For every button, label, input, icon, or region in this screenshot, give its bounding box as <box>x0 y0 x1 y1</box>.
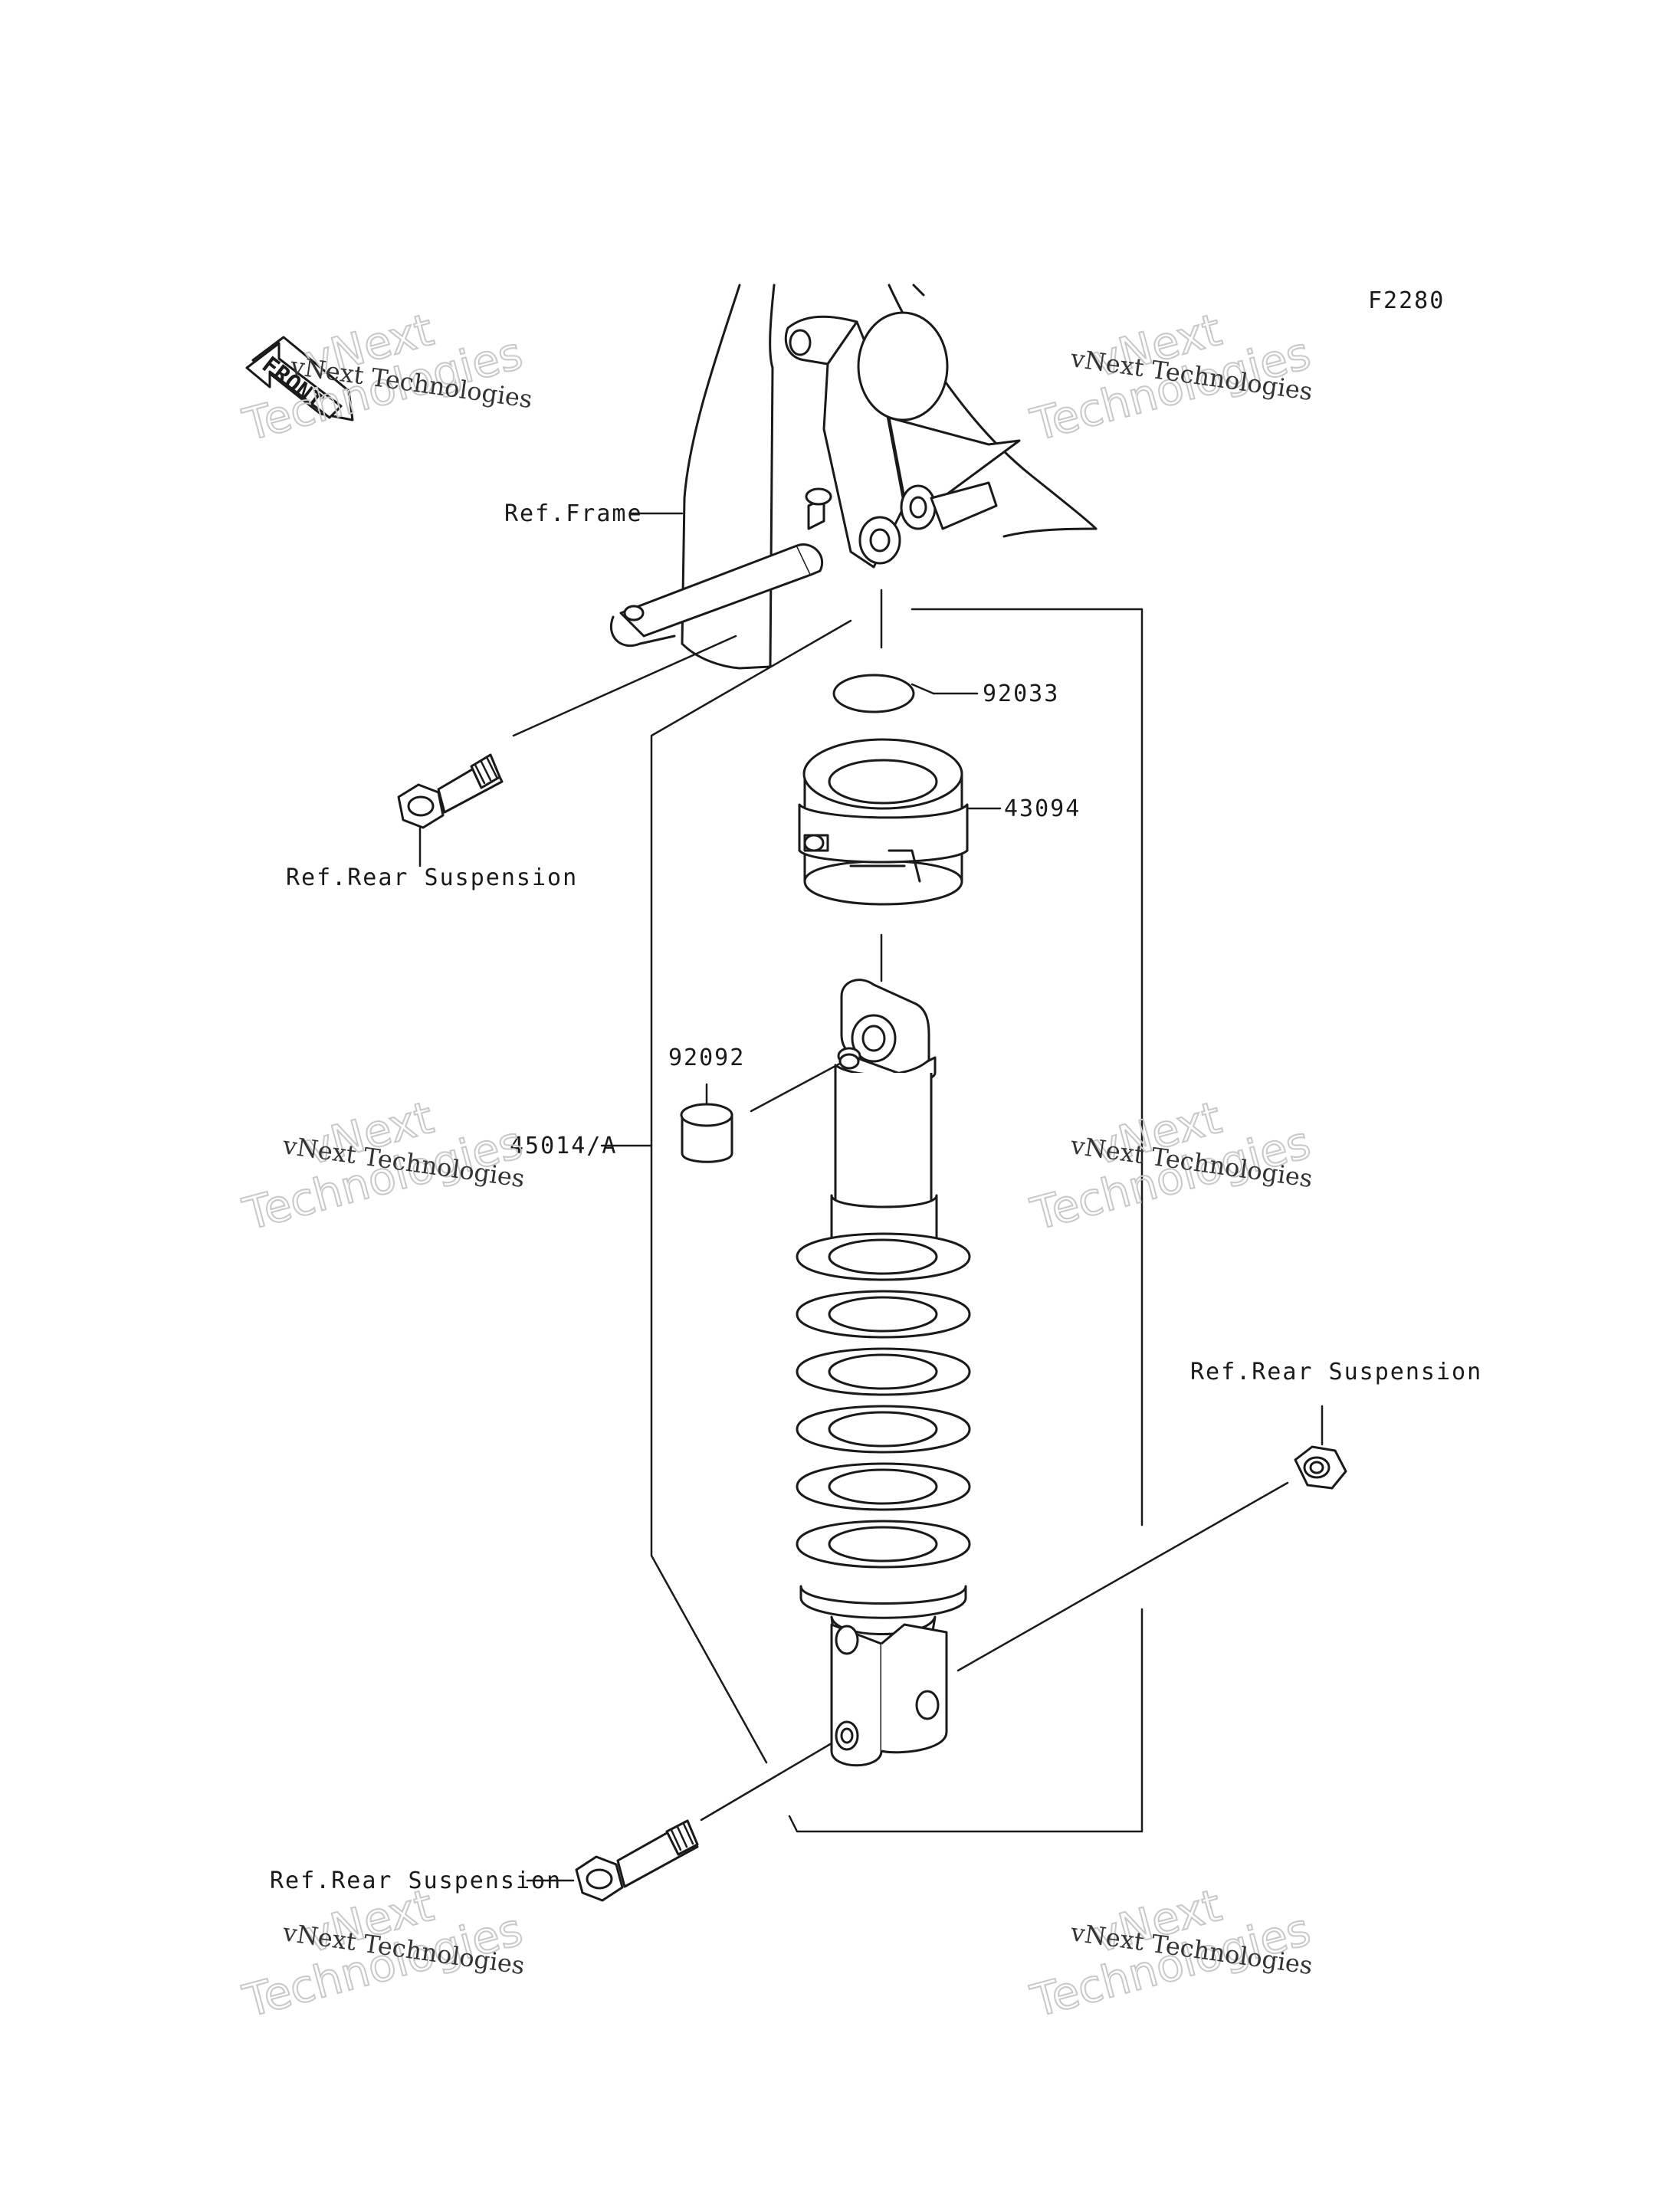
mounting-nut <box>1294 1445 1347 1490</box>
part-number-45014a: 45014/A <box>510 1133 617 1159</box>
bottom-mounting-bolt <box>575 1819 699 1902</box>
adjuster-43094 <box>798 738 969 906</box>
ref-frame-label: Ref.Frame <box>504 500 643 527</box>
part-number-92092: 92092 <box>668 1044 745 1071</box>
figure-code: F2280 <box>1368 287 1445 314</box>
watermark-bottom-left: vNext Technologies vNext Technologies <box>237 1878 528 2028</box>
ref-rear-suspension-bottom-label: Ref.Rear Suspension <box>270 1867 562 1894</box>
frame-drawing <box>609 284 1098 670</box>
circlip-92033 <box>832 674 935 713</box>
watermark-middle-left: vNext Technologies vNext Technologies <box>237 1090 528 1241</box>
watermark-bottom-right: vNext Technologies vNext Technologies <box>1025 1878 1316 2028</box>
collar-92092 <box>680 1103 733 1163</box>
ref-rear-suspension-nut-label: Ref.Rear Suspension <box>1190 1359 1482 1385</box>
shock-absorber-45014a <box>796 979 971 1767</box>
part-number-43094: 43094 <box>1004 795 1081 822</box>
watermark-top-right: vNext Technologies vNext Technologies <box>1025 303 1316 452</box>
watermark-middle-right: vNext Technologies vNext Technologies <box>1025 1090 1316 1241</box>
part-number-92033: 92033 <box>983 680 1059 707</box>
ref-rear-suspension-top-label: Ref.Rear Suspension <box>286 864 578 891</box>
top-mounting-bolt <box>397 753 504 829</box>
